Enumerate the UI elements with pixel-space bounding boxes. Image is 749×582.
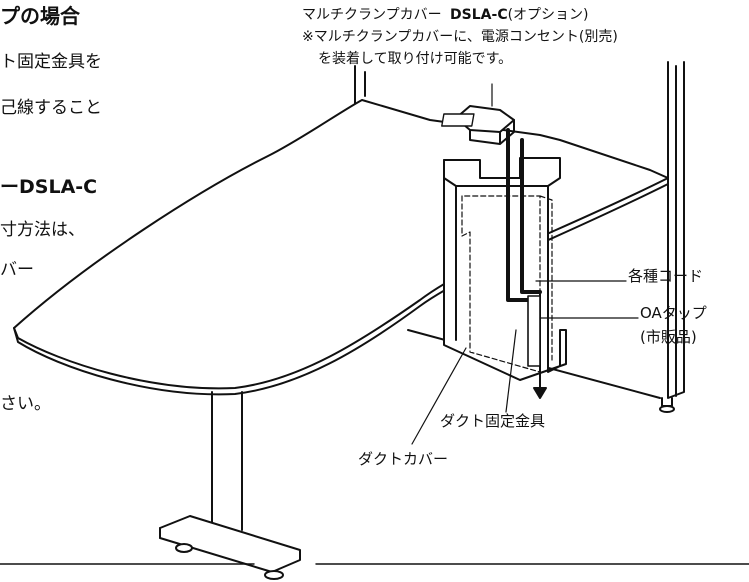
outlet — [441, 113, 475, 127]
panel-foot — [661, 397, 673, 407]
leader-bracket — [505, 329, 517, 413]
desk-leg — [211, 391, 243, 531]
oa-tap-note: (市販品) — [640, 328, 697, 346]
cover-model: DSLA-C — [450, 7, 508, 23]
duct-cover-label: ダクトカバー — [358, 450, 449, 468]
desk-top — [13, 99, 669, 390]
duct-bracket — [461, 195, 553, 373]
arrow-head — [533, 387, 547, 399]
cover-callout-note-2: を装着して取り付け可能です。 — [318, 51, 513, 67]
duct-cover — [443, 157, 567, 381]
cover-title-prefix: マルチクランプカバー — [302, 7, 442, 23]
cords-label: 各種コード — [628, 267, 704, 285]
duct-bracket-label: ダクト固定金具 — [440, 412, 546, 430]
oa-tap — [527, 295, 541, 367]
cover-option: (オプション) — [507, 7, 589, 23]
body-line-2: 己線すること — [0, 98, 102, 118]
cover-callout-title: マルチクランプカバー DSLA-C(オプション) — [302, 8, 589, 22]
body-line-1: ト固定金具を — [0, 52, 102, 72]
foot-pad-left — [175, 543, 193, 553]
foot-pad-right — [264, 570, 284, 580]
section-heading: プの場合 — [0, 4, 80, 28]
model-heading: ーDSLA-C — [0, 176, 98, 198]
body-line-6: さい。 — [0, 394, 51, 414]
oa-tap-label: OAタップ — [640, 304, 707, 322]
body-line-5: バー — [0, 260, 34, 280]
body-line-4: 寸方法は、 — [0, 220, 85, 240]
leader-ductcover — [411, 347, 467, 445]
cover-callout-note-1: ※マルチクランプカバーに、電源コンセント(別売) — [302, 29, 618, 45]
